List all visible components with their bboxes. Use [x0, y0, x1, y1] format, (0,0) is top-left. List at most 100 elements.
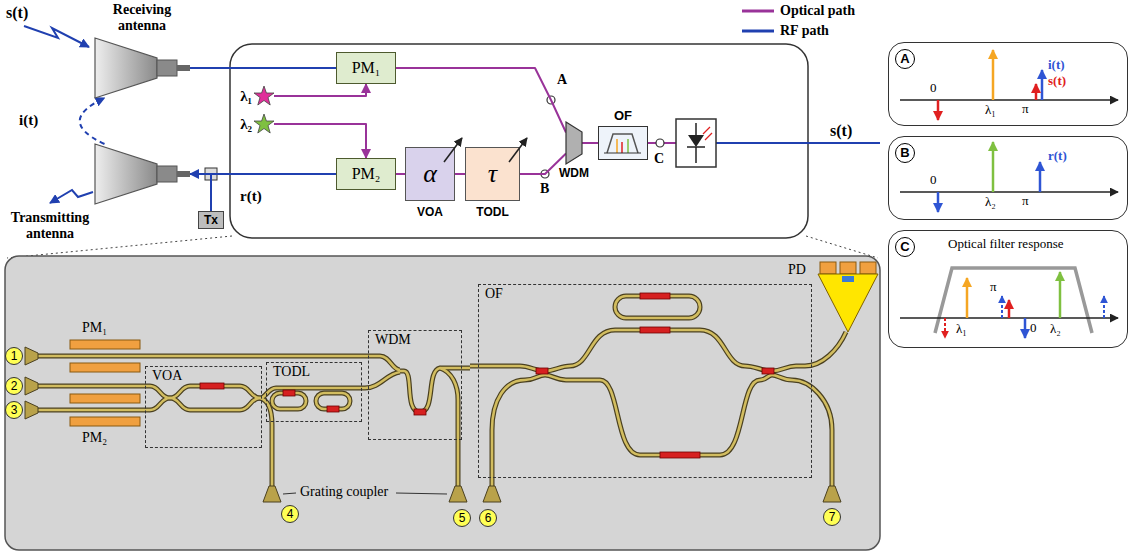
- spectrum: [1008, 300, 1011, 318]
- module-label: OF: [614, 108, 632, 123]
- callout-number: 6: [479, 509, 497, 527]
- laser-star: [254, 114, 274, 133]
- photodiode: [695, 147, 697, 163]
- rf-wave: [24, 26, 89, 47]
- antenna-label: Transmitting antenna: [5, 210, 95, 242]
- diagram-label: Grating coupler: [300, 484, 388, 500]
- section-label: WDM: [375, 332, 411, 347]
- tuning-arrow: [466, 136, 535, 204]
- laser-symbol: [254, 86, 274, 106]
- photodetector: [818, 274, 878, 332]
- horn-antenna: [95, 144, 190, 204]
- leader-line: [396, 493, 447, 494]
- antenna-label: Transmitting antenna: [5, 210, 95, 242]
- legend-text: Optical path: [780, 2, 855, 19]
- horn-feed: [157, 60, 177, 76]
- waveguide: [38, 296, 846, 486]
- attenuator-box: αVOA: [405, 147, 455, 201]
- diagram-label: λ₁: [985, 102, 996, 117]
- spectrum: [900, 191, 1118, 193]
- diagram-label: i(t): [1048, 57, 1065, 72]
- callout-number: 2: [5, 377, 23, 395]
- phase-modulator: PM₂: [336, 158, 396, 190]
- diagram-label: 0: [930, 172, 937, 187]
- laser-source: λ₁: [254, 86, 274, 106]
- connector: [274, 84, 366, 96]
- horn-feed: [177, 171, 190, 177]
- diagram-label: π: [1022, 101, 1029, 116]
- connector: [582, 142, 598, 144]
- diagram-label: λ₂: [1050, 321, 1061, 336]
- filter-symbol: [599, 127, 646, 158]
- diagram-label: r(t): [240, 188, 262, 205]
- waveguide: [38, 296, 846, 486]
- module-label: VOA: [417, 205, 443, 219]
- electrode: [70, 363, 140, 372]
- grating-coupler: [25, 347, 38, 365]
- spectrum: [1039, 162, 1042, 192]
- section-label: TODL: [273, 364, 310, 379]
- phase-modulator: PM₁: [336, 52, 396, 84]
- spectrum: [1041, 70, 1044, 100]
- section-label: VOA: [152, 368, 182, 383]
- callout-number: 7: [829, 511, 836, 523]
- antenna: Transmitting antenna: [95, 144, 190, 204]
- spectrum: [992, 142, 995, 192]
- spectrum: [1024, 318, 1027, 338]
- diagram-label: s(t): [830, 122, 852, 140]
- diagram-label: λ₁: [956, 321, 967, 336]
- chip-section: WDM: [368, 330, 462, 440]
- spectrum: [937, 192, 940, 212]
- photodetector: [820, 262, 836, 274]
- photodetector: [818, 262, 878, 332]
- optical-filter: OF: [598, 126, 648, 160]
- antenna-label: Receiving antenna: [102, 2, 182, 34]
- diagram-label: r(t): [1048, 148, 1067, 163]
- heater: [640, 293, 670, 299]
- photodetector: [842, 276, 854, 282]
- heater: [200, 383, 224, 389]
- horn-body: [95, 144, 157, 204]
- electrode: [70, 340, 140, 426]
- spectrum: [1035, 84, 1038, 100]
- connector: [396, 68, 566, 133]
- callout-number: 3: [5, 401, 23, 419]
- heater: [200, 293, 774, 458]
- photodiode: [688, 135, 704, 147]
- diagram-label: PD: [788, 262, 806, 278]
- antenna-label: Receiving antenna: [102, 2, 182, 34]
- legend-text: RF path: [780, 22, 829, 39]
- connector: [190, 174, 211, 211]
- transmitter-box: Tx: [198, 211, 224, 229]
- heater: [414, 409, 426, 415]
- callout-number: 2: [11, 380, 18, 392]
- filter-line: [616, 139, 618, 153]
- chip-panel: [5, 256, 880, 550]
- system-frame: [230, 44, 808, 238]
- diagram-label: C: [654, 151, 664, 167]
- electrode: [70, 340, 140, 349]
- wdm-symbol: [566, 122, 582, 164]
- module-label: TODL: [476, 205, 508, 219]
- callout-number: 3: [11, 404, 18, 416]
- panel-letter: C: [895, 237, 915, 257]
- spectrum: [900, 99, 1118, 101]
- photodetector: [860, 262, 876, 274]
- heater: [640, 327, 670, 333]
- spectrum: [992, 50, 995, 100]
- heater: [660, 452, 700, 458]
- filter-line: [621, 142, 623, 153]
- legend-line: [742, 30, 774, 33]
- diagram-label: s(t): [6, 4, 28, 22]
- diagram-label: Optical filter response: [948, 236, 1064, 251]
- rf-output: [716, 142, 880, 144]
- delay-line-box: τTODL: [465, 147, 520, 201]
- laser-source: λ₂: [254, 114, 274, 134]
- tuning-arrow: [406, 136, 470, 204]
- diagram-label: λ₂: [985, 194, 996, 209]
- wdm-coupler: WDM: [566, 122, 582, 164]
- spectrum: [1103, 296, 1105, 318]
- rf-wave: [50, 190, 93, 203]
- grating-coupler: [483, 486, 501, 502]
